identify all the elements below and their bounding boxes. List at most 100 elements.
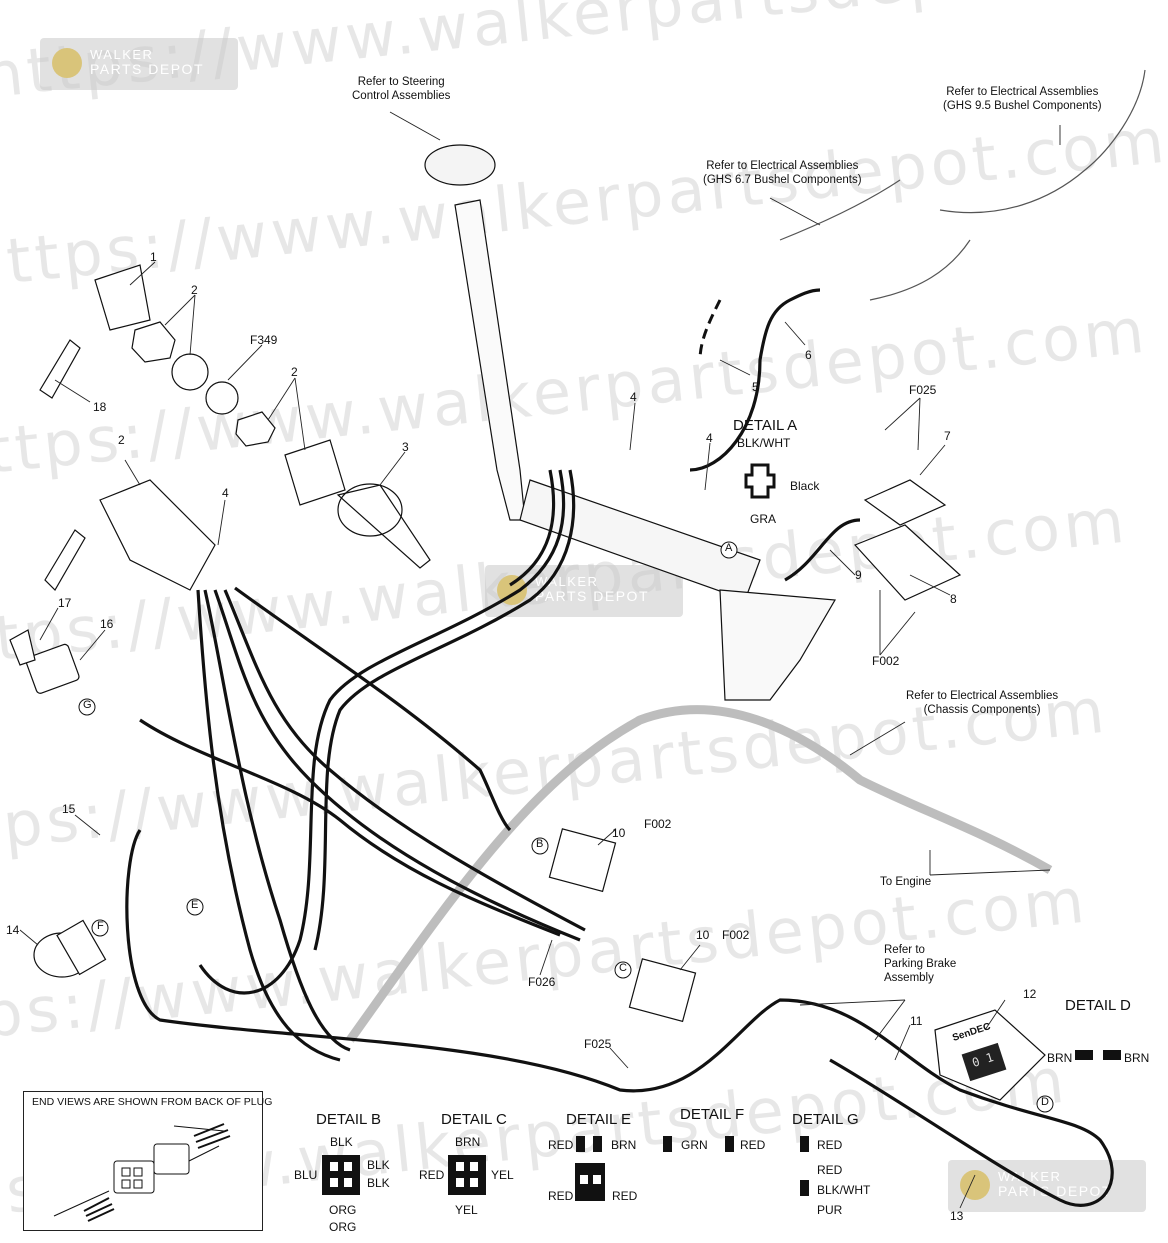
detail-d-right: BRN — [1124, 1051, 1150, 1065]
detail-b-right2: BLK — [367, 1176, 390, 1190]
main-harness — [125, 288, 1114, 1207]
detail-c-right: YEL — [491, 1168, 514, 1182]
callout-16: 16 — [100, 617, 114, 631]
watermark-logo: WALKER PARTS DEPOT — [40, 38, 238, 90]
ref-ghs67: Refer to Electrical Assemblies(GHS 6.7 B… — [703, 160, 862, 186]
detail-c-left: RED — [419, 1168, 445, 1182]
ref-ghs95: Refer to Electrical Assemblies(GHS 9.5 B… — [943, 86, 1102, 112]
detail-g-w2: RED — [817, 1163, 843, 1177]
callout-8: 8 — [950, 592, 957, 606]
detail-f-right: RED — [740, 1138, 766, 1152]
steering-knob — [424, 144, 496, 186]
detail-b-top: BLK — [330, 1135, 353, 1149]
letter-e: E — [191, 899, 199, 911]
callout-12: 12 — [1023, 987, 1037, 1001]
detail-f-left: GRN — [681, 1138, 708, 1152]
detail-f-title: DETAIL F — [680, 1106, 745, 1123]
detail-e-top-left: RED — [548, 1138, 574, 1152]
plug-end-view-legend: END VIEWS ARE SHOWN FROM BACK OF PLUG — [23, 1091, 272, 1231]
detail-d-title: DETAIL D — [1065, 997, 1131, 1014]
callout-15: 15 — [62, 802, 76, 816]
detail-d-left: BRN — [1047, 1051, 1073, 1065]
lever-housing — [519, 479, 761, 601]
plug-illustration — [53, 1123, 231, 1222]
detail-a-bottom: GRA — [750, 512, 777, 526]
ref-engine: To Engine — [880, 876, 932, 888]
detail-c-bottom: YEL — [455, 1203, 478, 1217]
switch-boot — [336, 484, 431, 569]
part-7 — [863, 479, 947, 526]
detail-b-title: DETAIL B — [316, 1111, 382, 1128]
logo-mark-icon — [52, 48, 82, 78]
detail-a-title: DETAIL A — [733, 417, 798, 434]
steering-lever — [454, 199, 526, 521]
callout-f002: F002 — [872, 654, 900, 668]
callout-5: 5 — [752, 380, 759, 394]
callout-7: 7 — [944, 429, 951, 443]
logo-line2: PARTS DEPOT — [535, 588, 650, 604]
letter-g: G — [83, 699, 92, 711]
letter-d: D — [1041, 1096, 1049, 1108]
letter-b: B — [536, 838, 544, 850]
callout-f002: F002 — [644, 817, 672, 831]
detail-a-top: BLK/WHT — [737, 436, 791, 450]
ring-3 — [337, 483, 403, 537]
letter-c: C — [619, 962, 627, 974]
callout-18: 18 — [93, 400, 107, 414]
detail-c-top: BRN — [455, 1135, 481, 1149]
callout-3: 3 — [402, 440, 409, 454]
logo-line2: PARTS DEPOT — [998, 1183, 1113, 1199]
callout-f025: F025 — [584, 1037, 612, 1051]
detail-g-w3: BLK/WHT — [817, 1183, 871, 1197]
callout-13: 13 — [950, 1209, 964, 1223]
callout-14: 14 — [6, 923, 20, 937]
detail-e-bottom-left: RED — [548, 1189, 574, 1203]
callout-17: 17 — [58, 596, 72, 610]
key-switch — [94, 264, 151, 331]
detail-g-w1: RED — [817, 1138, 843, 1152]
detail-b-left: BLU — [294, 1168, 318, 1182]
callout-9: 9 — [855, 568, 862, 582]
callout-f002: F002 — [722, 928, 750, 942]
logo-line1: WALKER — [90, 47, 154, 62]
switch-body — [284, 439, 346, 506]
callout-2: 2 — [291, 365, 298, 379]
detail-e-bottom-right: RED — [612, 1189, 638, 1203]
letter-f: F — [97, 920, 104, 932]
key-2 — [44, 529, 86, 591]
bulb-17 — [9, 629, 36, 666]
chassis-harness — [346, 705, 1053, 1043]
detail-b-bottom1: ORG — [329, 1203, 357, 1217]
relay-c — [628, 958, 697, 1023]
lock-washer — [171, 353, 209, 391]
detail-c-title: DETAIL C — [441, 1111, 507, 1128]
o-ring — [205, 381, 239, 415]
detail-g-w4: PUR — [817, 1203, 843, 1217]
callout-f026: F026 — [528, 975, 556, 989]
callout-2: 2 — [191, 283, 198, 297]
callout-2: 2 — [118, 433, 125, 447]
mount-bracket — [719, 589, 836, 701]
ignition-switch — [99, 479, 216, 591]
callout-f025: F025 — [909, 383, 937, 397]
callout-black: Black — [790, 479, 820, 493]
logo-line2: PARTS DEPOT — [90, 61, 205, 77]
callout-10: 10 — [612, 826, 626, 840]
plate-8 — [853, 524, 962, 601]
hex-nut-2 — [235, 411, 276, 447]
detail-b-right1: BLK — [367, 1158, 390, 1172]
legend-text: END VIEWS ARE SHOWN FROM BACK OF PLUG — [32, 1096, 273, 1108]
callout-f349: F349 — [250, 333, 278, 347]
callout-6: 6 — [805, 348, 812, 362]
callout-4: 4 — [706, 431, 713, 445]
callout-4: 4 — [630, 390, 637, 404]
detail-e-title: DETAIL E — [566, 1111, 632, 1128]
callout-10: 10 — [696, 928, 710, 942]
detail-e-top-right: BRN — [611, 1138, 637, 1152]
detail-g-title: DETAIL G — [792, 1111, 859, 1128]
detail-b-bottom2: ORG — [329, 1220, 357, 1234]
